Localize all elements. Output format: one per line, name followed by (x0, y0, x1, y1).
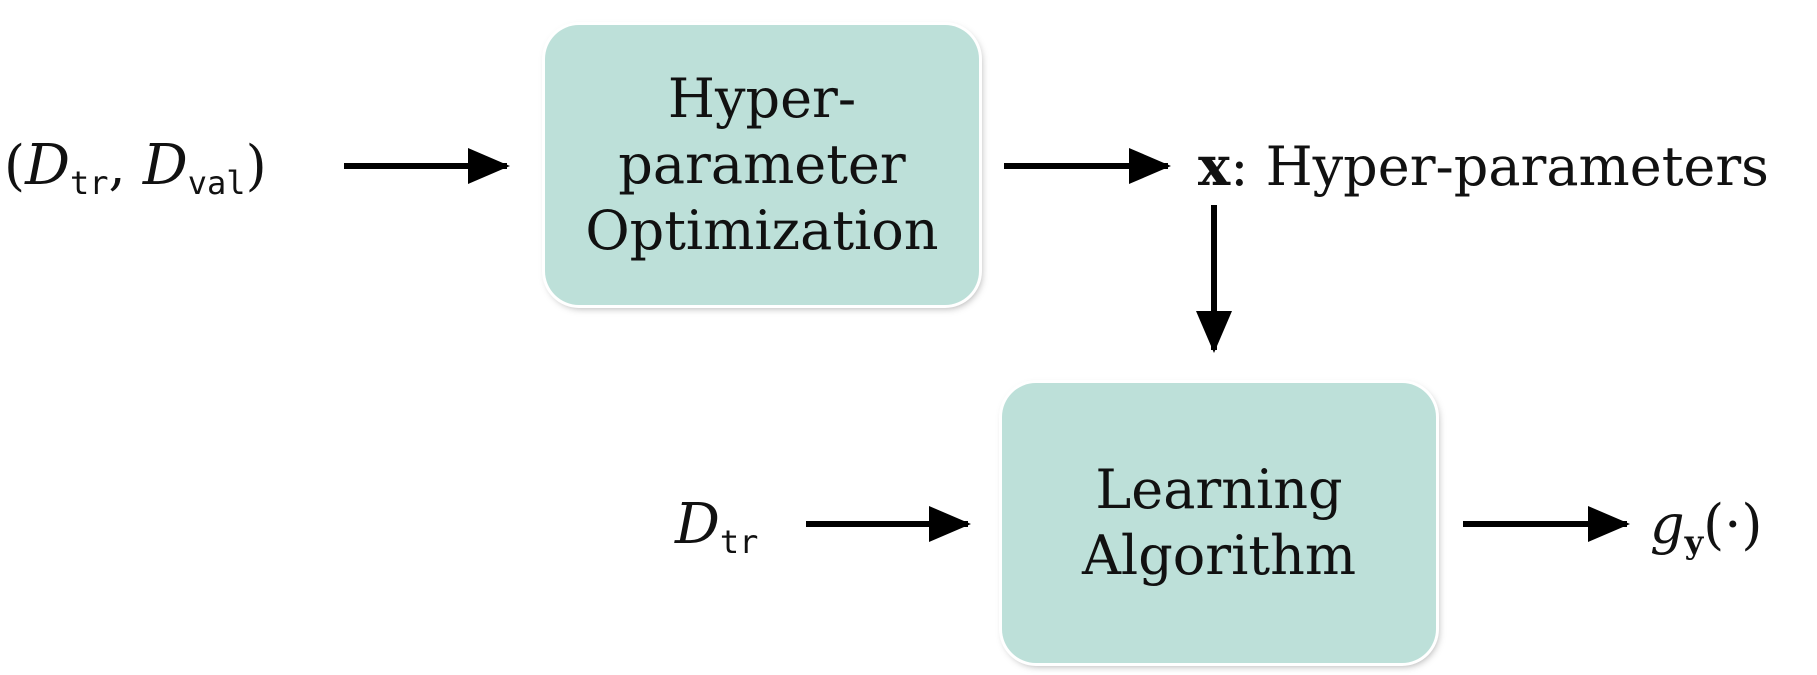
hyperparameter-optimization-box: Hyper- parameter Optimization (545, 25, 979, 305)
subscript-tr: tr (719, 523, 759, 561)
hpo-line-2: parameter (618, 133, 906, 196)
learning-line-1: Learning (1095, 458, 1343, 521)
colon: : (1230, 135, 1249, 198)
paren-open: ( (4, 134, 26, 197)
model-output-label: gy(·) (1650, 495, 1762, 562)
subscript-y: y (1684, 523, 1704, 561)
x-symbol: x (1198, 134, 1231, 198)
hyperparameters-label: x: Hyper-parameters (1198, 136, 1769, 197)
subscript-val: val (187, 164, 246, 202)
argument: (·) (1703, 493, 1763, 556)
training-data-label: Dtr (675, 495, 758, 562)
subscript-tr: tr (69, 164, 109, 202)
comma: , (108, 134, 143, 197)
input-datasets-label: (Dtr, Dval) (4, 136, 267, 203)
hpo-line-3: Optimization (585, 199, 939, 262)
dataset-symbol-train: D (25, 133, 70, 198)
g-symbol: g (1650, 493, 1685, 556)
learning-line-2: Algorithm (1081, 524, 1357, 587)
paren-close: ) (245, 134, 267, 197)
dataset-symbol: D (675, 492, 720, 557)
hyperparameters-text: Hyper-parameters (1265, 135, 1769, 198)
hpo-line-1: Hyper- (667, 67, 857, 130)
dataset-symbol-val: D (142, 133, 188, 198)
learning-algorithm-box: Learning Algorithm (1002, 383, 1436, 663)
